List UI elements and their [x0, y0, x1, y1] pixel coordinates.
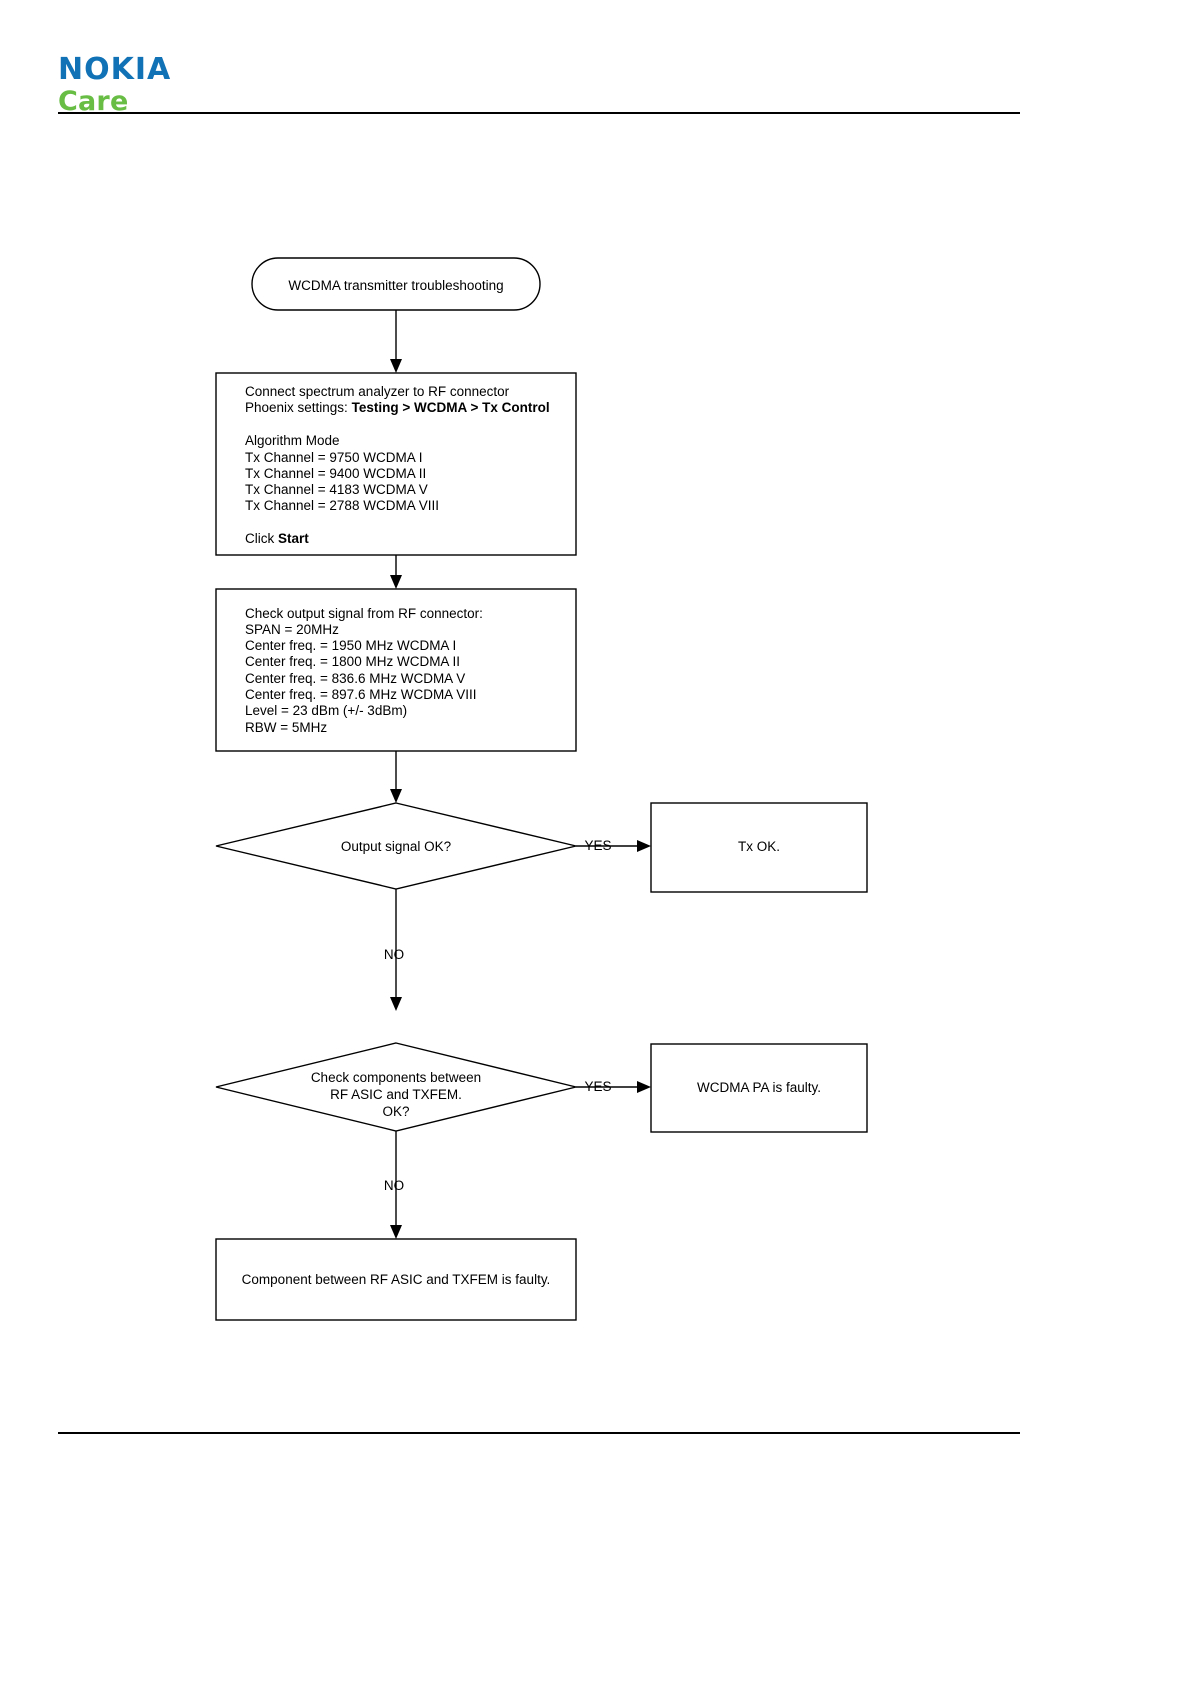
decision-2-line-2: RF ASIC and TXFEM.	[330, 1087, 462, 1102]
setup-step-line-3: Algorithm Mode	[245, 433, 340, 448]
measure-step-line-3: Center freq. = 1950 MHz WCDMA I	[245, 638, 456, 653]
arrowhead-decision-2-no	[390, 1225, 402, 1239]
measure-step-line-2: SPAN = 20MHz	[245, 622, 339, 637]
footer-divider	[58, 1432, 1020, 1434]
decision-2-line-3: OK?	[382, 1104, 409, 1119]
result-tx-ok-box	[650, 802, 868, 893]
decision-2-yes-label: YES	[584, 1079, 611, 1094]
measure-step-box	[215, 588, 577, 752]
measure-step-line-7: Level = 23 dBm (+/- 3dBm)	[245, 703, 407, 718]
result-pa-faulty-box	[650, 1043, 868, 1133]
setup-step-line-8-bold: Start	[278, 531, 309, 546]
decision-1-label: Output signal OK?	[341, 839, 451, 854]
setup-step-line-2-prefix: Phoenix settings:	[245, 400, 352, 415]
setup-step-line-2-bold: Testing > WCDMA > Tx Control	[352, 400, 550, 415]
care-wordmark: Care	[58, 86, 129, 117]
setup-step-line-2: Phoenix settings: Testing > WCDMA > Tx C…	[245, 400, 550, 415]
measure-step-line-8: RBW = 5MHz	[245, 720, 327, 735]
setup-step-line-8-prefix: Click	[245, 531, 278, 546]
result-tx-ok-label: Tx OK.	[738, 839, 780, 854]
setup-step-box	[215, 372, 577, 556]
header-divider	[58, 112, 1020, 114]
measure-step-line-1: Check output signal from RF connector:	[245, 606, 483, 621]
arrowhead-start-to-setup	[390, 359, 402, 373]
arrowhead-setup-to-measure	[390, 575, 402, 589]
decision-2-no-label: NO	[384, 1178, 404, 1193]
start-node-label: WCDMA transmitter troubleshooting	[288, 278, 503, 293]
arrowhead-measure-to-decision-1	[390, 789, 402, 803]
arrowhead-decision-1-yes	[637, 840, 651, 852]
setup-step-line-1: Connect spectrum analyzer to RF connecto…	[245, 384, 510, 399]
measure-step-line-4: Center freq. = 1800 MHz WCDMA II	[245, 654, 460, 669]
result-component-faulty-label: Component between RF ASIC and TXFEM is f…	[242, 1272, 551, 1287]
decision-2-line-1: Check components between	[311, 1070, 481, 1085]
nokia-wordmark: NOKIA	[58, 52, 172, 87]
setup-step-line-6: Tx Channel = 4183 WCDMA V	[245, 482, 428, 497]
nokia-care-logo: NOKIA Care	[58, 52, 172, 117]
setup-step-line-8: Click Start	[245, 531, 309, 546]
decision-1-no-label: NO	[384, 947, 404, 962]
result-pa-faulty-label: WCDMA PA is faulty.	[697, 1080, 821, 1095]
decision-1-yes-label: YES	[584, 838, 611, 853]
measure-step-line-5: Center freq. = 836.6 MHz WCDMA V	[245, 671, 465, 686]
arrowhead-decision-2-yes	[637, 1081, 651, 1093]
setup-step-line-5: Tx Channel = 9400 WCDMA II	[245, 466, 426, 481]
result-component-faulty-box	[215, 1238, 577, 1321]
setup-step-line-4: Tx Channel = 9750 WCDMA I	[245, 450, 422, 465]
setup-step-line-7: Tx Channel = 2788 WCDMA VIII	[245, 498, 439, 513]
arrowhead-decision-1-no	[390, 997, 402, 1011]
measure-step-line-6: Center freq. = 897.6 MHz WCDMA VIII	[245, 687, 476, 702]
